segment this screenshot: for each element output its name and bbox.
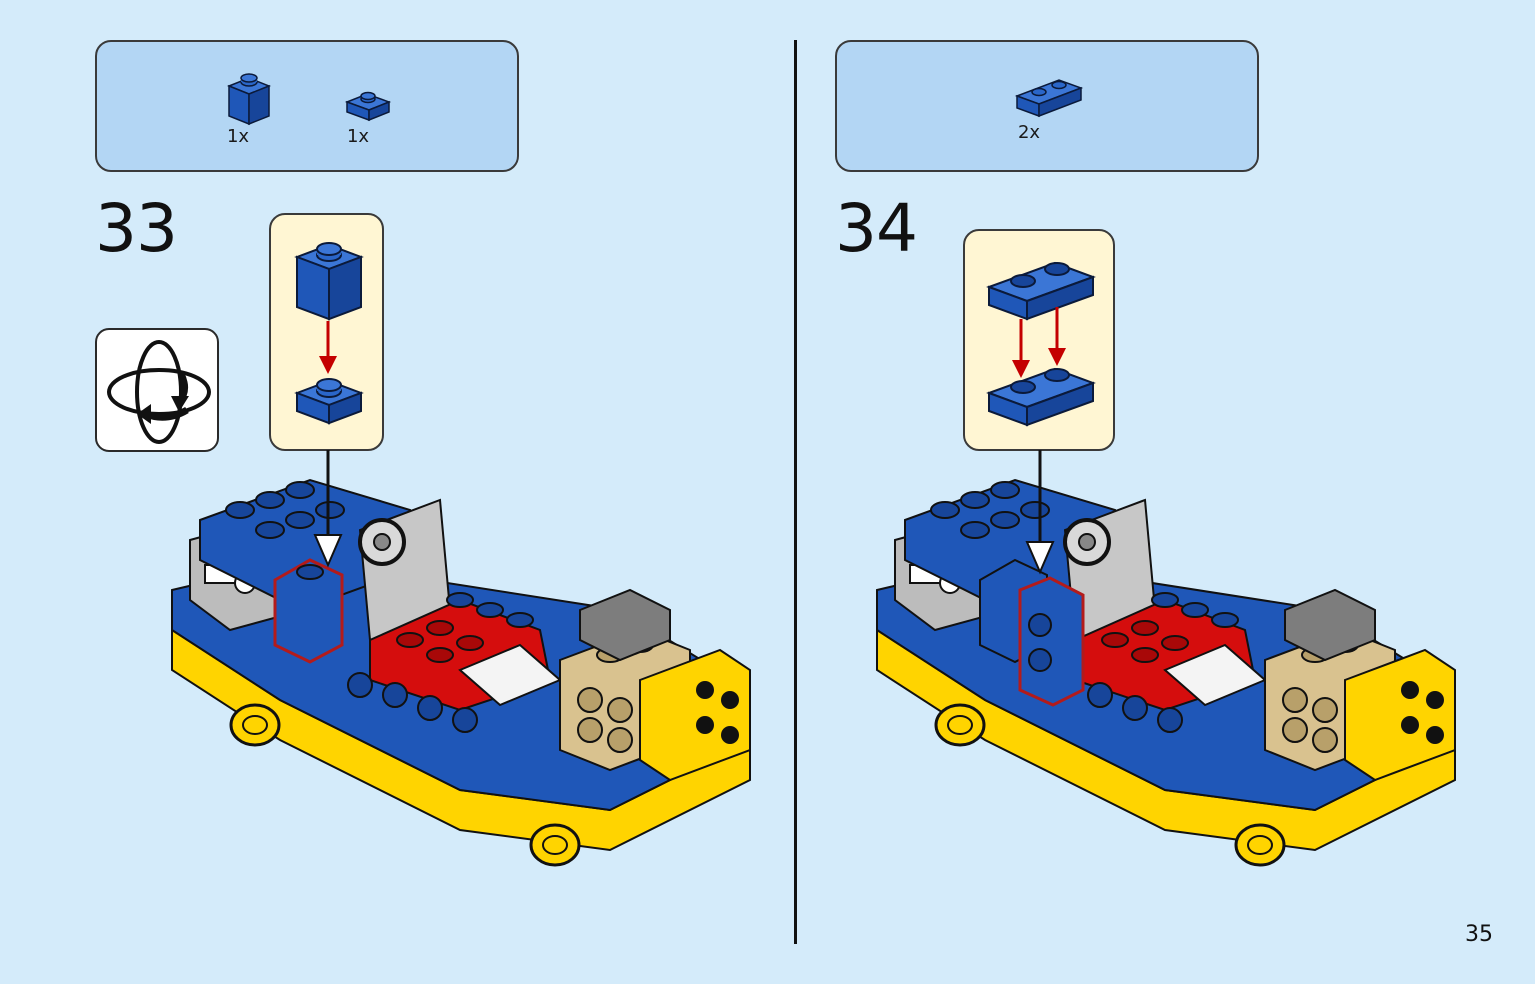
blue-plate-1x2-icon <box>986 261 1096 321</box>
part-quantity: 1x <box>226 126 250 147</box>
blue-plate-1x2-icon <box>986 367 1096 427</box>
part-quantity: 2x <box>1017 122 1041 143</box>
model-illustration <box>876 450 1456 867</box>
sub-assembly-callout <box>963 229 1115 451</box>
blue-brick-1x1-icon <box>226 73 272 126</box>
step-number: 34 <box>835 190 918 267</box>
rotate-model-icon <box>107 340 211 444</box>
blue-plate-1x1-icon <box>294 378 364 425</box>
blue-brick-1x1-icon <box>294 242 364 321</box>
sub-assembly-callout <box>269 213 384 451</box>
step-divider <box>794 40 797 944</box>
rotate-model-instruction <box>95 328 219 452</box>
part-quantity: 1x <box>346 126 370 147</box>
page-number: 35 <box>1465 922 1493 947</box>
build-arrow-icon <box>319 321 337 374</box>
step-number: 33 <box>95 190 178 267</box>
blue-plate-1x1-icon <box>344 91 392 122</box>
model-illustration <box>171 450 751 867</box>
parts-list-step-33: 1x 1x <box>95 40 519 172</box>
build-arrow-icon <box>1012 307 1066 378</box>
parts-list-step-34: 2x <box>835 40 1259 172</box>
blue-plate-1x2-icon <box>1014 79 1084 118</box>
